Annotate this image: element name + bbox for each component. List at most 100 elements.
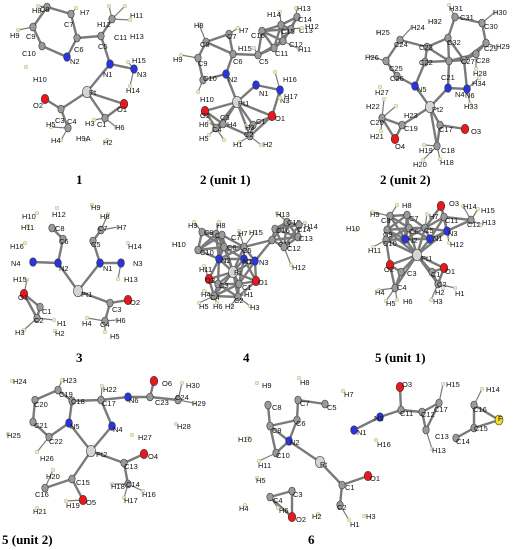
atom-label: C3 [293,490,303,499]
atom-label: H1 [244,290,254,299]
atom-label: H16 [377,440,391,449]
bond-Pt1-O2 [203,100,239,113]
atom-label: H14 [304,222,318,231]
atom-label: O3 [402,380,412,389]
bond-C3-C2 [221,122,252,138]
atom-label: C8 [381,216,391,225]
bond-Pt1-O1 [235,100,274,118]
atom-label: H5 [110,332,120,341]
atom-h23 [59,377,65,383]
atom-c2 [434,279,442,289]
atom-label: C6 [296,419,306,428]
atom-label: H9 [188,221,198,230]
atom-h3 [91,117,97,123]
atom-c13 [287,24,295,34]
atom-label: C1 [42,307,52,316]
atom-label: Pt [89,88,97,97]
atom-label: H9 [91,203,101,212]
atom-h7 [73,5,79,11]
atom-label: H11 [258,461,271,470]
bond-C15-C16 [43,477,74,490]
bond-Pt2-C15 [70,449,93,481]
atom-h9a [83,137,89,143]
atom-label: C3 [55,116,65,125]
atom-label: C6 [233,57,243,66]
atom-c1 [101,113,109,123]
atom-label: C10 [22,49,36,58]
atom-label: H8 [402,201,412,210]
atom-label: H13 [482,218,496,227]
atom-h14 [277,9,283,15]
atom-o3 [395,381,405,393]
bond-C6-C5 [231,52,260,57]
atom-label: F [498,414,503,423]
atom-label: C7 [64,20,74,29]
atom-label: C3 [219,281,229,290]
atom-label: H11 [21,223,34,232]
atom-label: H12 [97,20,111,29]
atom-label: N1 [103,264,113,273]
atom-o2 [123,294,133,306]
atom-n2 [63,52,71,62]
atom-label: C10 [276,451,290,460]
atom-h10 [175,241,181,247]
bond-C32-C27 [446,36,466,62]
atom-h7 [235,25,241,31]
atom-label: H16 [142,490,156,499]
atom-label: C5 [424,226,434,235]
atom-h11 [201,263,207,269]
atom-label: H13 [130,32,144,41]
bond-C9-C10 [268,424,278,455]
atom-label: H20 [413,160,427,169]
atom-h21 [34,505,40,511]
atom-n6 [463,84,471,94]
atom-h7 [340,388,346,394]
bond-N1-Pt1 [76,261,102,293]
atom-pt [82,85,92,99]
atom-n2 [54,258,62,268]
atom-o1 [19,288,29,300]
atom-label: C16 [473,405,487,414]
bond-C6-C10 [384,226,411,242]
atom-c18 [433,141,441,151]
atom-c11 [440,212,448,222]
atom-label: H27 [375,88,389,97]
atom-n3 [130,64,138,74]
atom-label: O3 [449,199,459,208]
atom-label: H3 [85,119,95,128]
atom-h8 [394,202,400,208]
bond-C16-C13 [273,227,300,239]
atom-c8 [386,211,394,221]
atom-o6 [149,375,159,387]
atom-h9 [89,202,95,208]
atom-label: H13 [276,210,290,219]
atom-h5 [383,298,389,304]
atom-label: C12 [421,410,435,419]
atom-h33 [467,101,473,107]
atom-label: C1 [242,283,252,292]
atom-label: H17 [284,92,298,101]
atom-label: N1 [433,234,443,243]
atom-h7 [424,211,430,217]
atom-label: H7 [239,26,249,35]
bond-Pt2-C13 [89,449,126,465]
atom-n1 [426,234,434,244]
atom-label: C22 [49,437,63,446]
atom-h8 [216,219,222,225]
atom-c11 [108,14,116,24]
atom-c10 [382,235,390,245]
bond-C11-N3 [253,238,274,263]
atom-label: C15 [76,478,90,487]
atom-c16 [470,400,478,410]
bond-Pt1-C4 [393,253,419,290]
atom-pt1 [73,284,83,298]
atom-h11 [122,3,128,9]
bond-C4-C2 [212,294,240,299]
atom-o1 [267,110,277,122]
atom-label: C24 [394,40,408,49]
atom-label: C2 [34,316,44,325]
atom-label: N4 [455,90,465,99]
